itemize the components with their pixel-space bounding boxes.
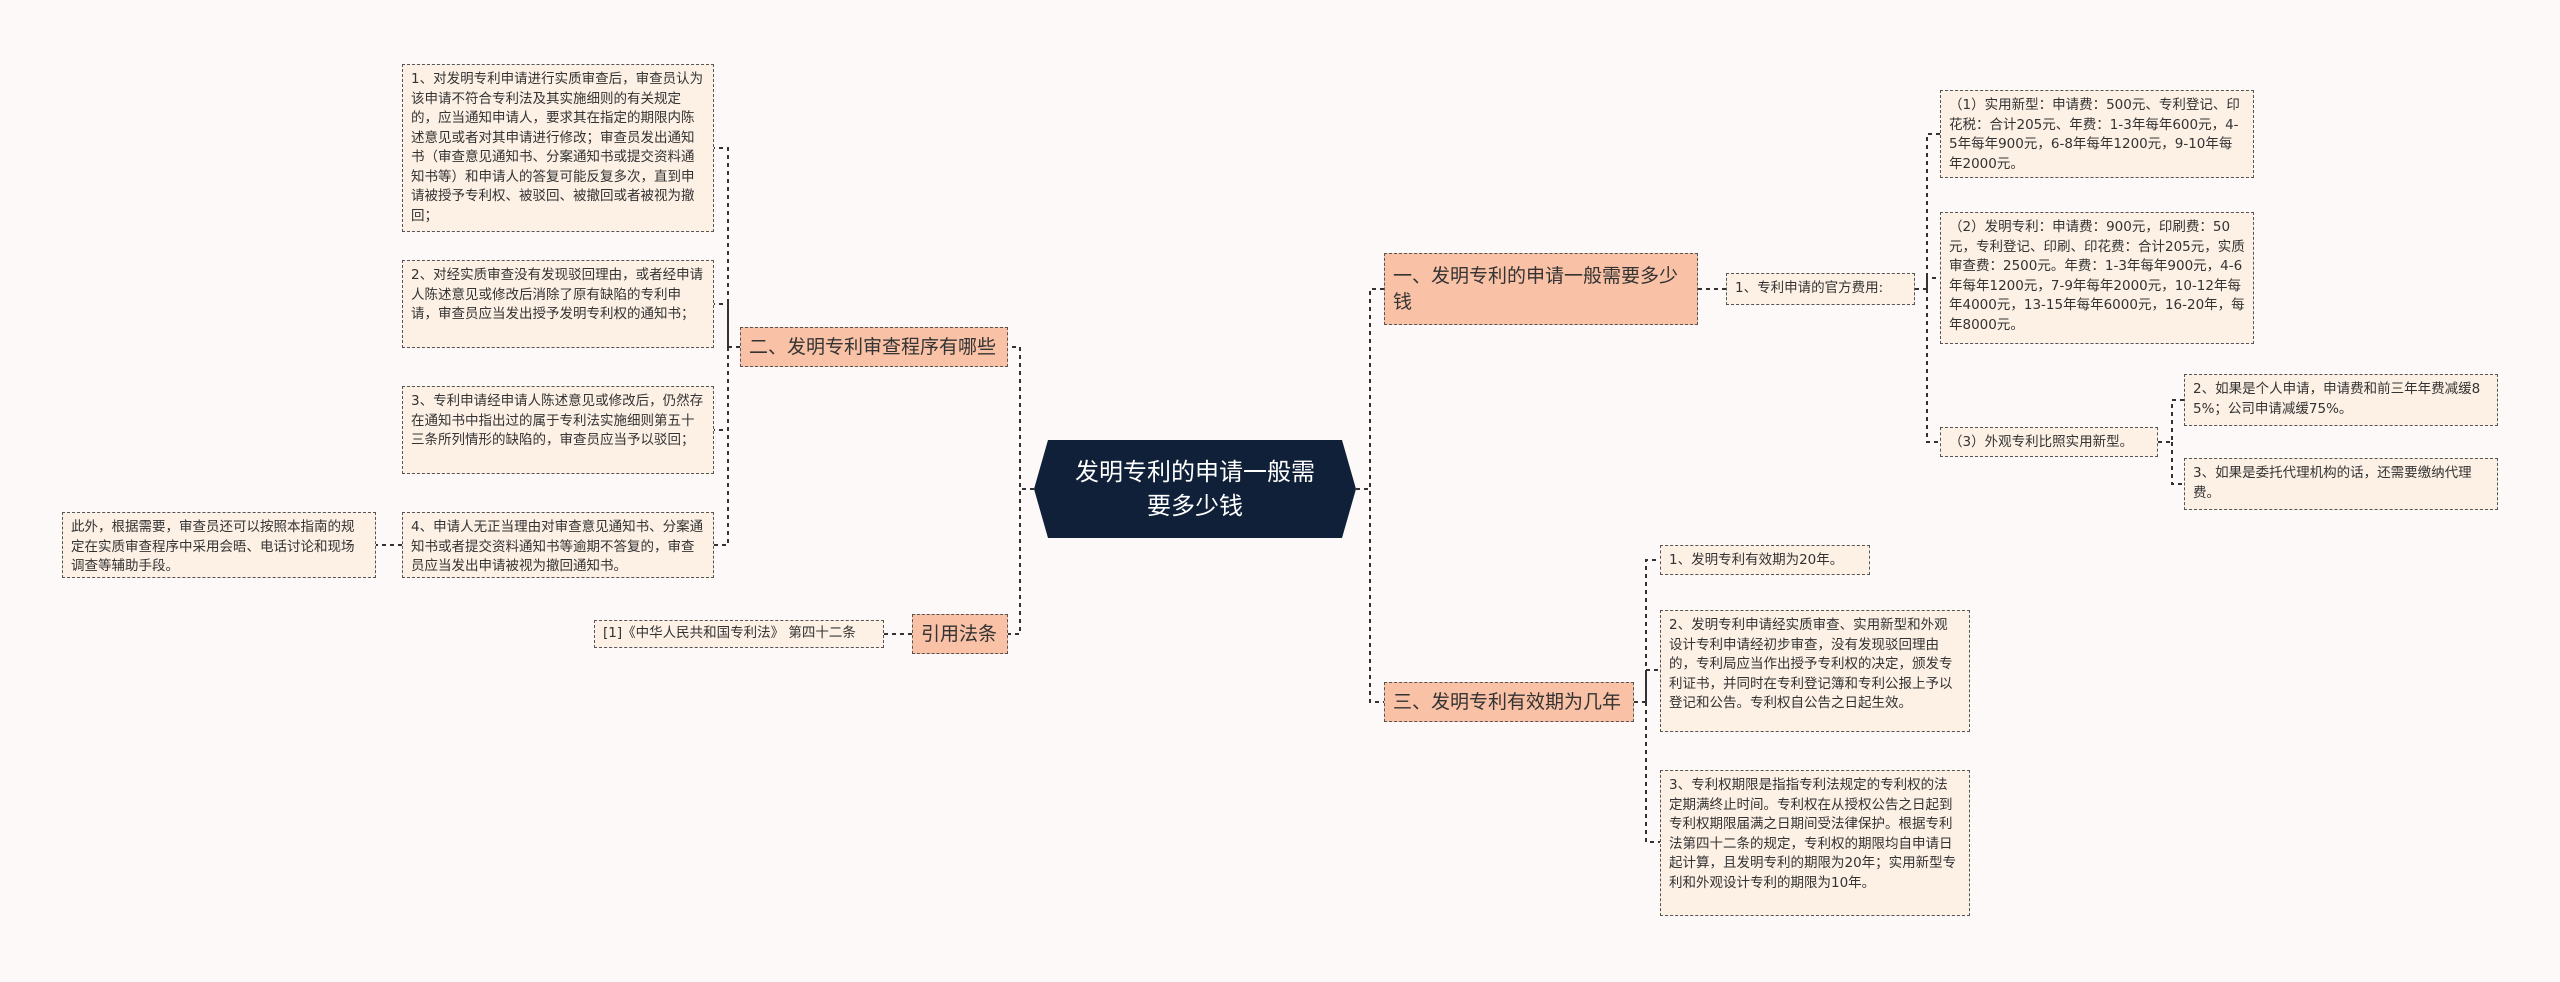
validity-item-2[interactable]: 2、发明专利申请经实质审查、实用新型和外观设计专利申请经初步审查，没有发现驳回理… <box>1660 610 1970 732</box>
validity-item-3[interactable]: 3、专利权期限是指指专利法规定的专利权的法定期满终止时间。专利权在从授权公告之日… <box>1660 770 1970 916</box>
note-fee-reduction-text: 2、如果是个人申请，申请费和前三年年费减缓85%；公司申请减缓75%。 <box>2193 381 2481 417</box>
procedure-item-2[interactable]: 2、对经实质审查没有发现驳回理由，或者经申请人陈述意见或修改后消除了原有缺陷的专… <box>402 260 714 348</box>
branch-cited-law-label: 引用法条 <box>921 623 998 645</box>
procedure-item-1[interactable]: 1、对发明专利申请进行实质审查后，审查员认为该申请不符合专利法及其实施细则的有关… <box>402 64 714 232</box>
validity-item-1-text: 1、发明专利有效期为20年。 <box>1669 552 1844 568</box>
procedure-extra-note[interactable]: 此外，根据需要，审查员还可以按照本指南的规定在实质审查程序中采用会晤、电话讨论和… <box>62 512 376 578</box>
connector-root-branch2 <box>1008 346 1034 490</box>
fee-utility-model-text: （1）实用新型：申请费：500元、专利登记、印花税：合计205元、年费：1-3年… <box>1949 97 2240 172</box>
fee-design-patent-text: （3）外观专利比照实用新型。 <box>1949 434 2134 450</box>
official-fee-node[interactable]: 1、专利申请的官方费用: <box>1726 273 1915 305</box>
official-fee-label: 1、专利申请的官方费用: <box>1735 280 1884 297</box>
branch-validity-period-label: 三、发明专利有效期为几年 <box>1393 691 1622 713</box>
connector-branch2-items <box>714 147 740 546</box>
connector-fee-items <box>1915 133 1940 443</box>
procedure-extra-note-text: 此外，根据需要，审查员还可以按照本指南的规定在实质审查程序中采用会晤、电话讨论和… <box>71 519 355 574</box>
procedure-item-3-text: 3、专利申请经申请人陈述意见或修改后，仍然存在通知书中指出过的属于专利法实施细则… <box>411 393 704 448</box>
root-topic-label: 发明专利的申请一般需要多少钱 <box>1075 458 1315 520</box>
cited-law-item[interactable]: [1]《中华人民共和国专利法》 第四十二条 <box>594 620 884 648</box>
root-topic[interactable]: 发明专利的申请一般需要多少钱 <box>1034 440 1356 538</box>
validity-item-2-text: 2、发明专利申请经实质审查、实用新型和外观设计专利申请经初步审查，没有发现驳回理… <box>1669 617 1953 711</box>
branch-cited-law[interactable]: 引用法条 <box>912 614 1008 654</box>
branch-application-cost-label: 一、发明专利的申请一般需要多少钱 <box>1393 265 1679 313</box>
procedure-item-2-text: 2、对经实质审查没有发现驳回理由，或者经申请人陈述意见或修改后消除了原有缺陷的专… <box>411 267 704 322</box>
connector-item3-notes <box>2158 399 2184 485</box>
connector-root-citation <box>1008 488 1034 635</box>
procedure-item-3[interactable]: 3、专利申请经申请人陈述意见或修改后，仍然存在通知书中指出过的属于专利法实施细则… <box>402 386 714 474</box>
note-fee-reduction[interactable]: 2、如果是个人申请，申请费和前三年年费减缓85%；公司申请减缓75%。 <box>2184 374 2498 426</box>
connector-root-branch3 <box>1356 488 1384 703</box>
note-agency-fee[interactable]: 3、如果是委托代理机构的话，还需要缴纳代理费。 <box>2184 458 2498 510</box>
fee-invention-patent-text: （2）发明专利：申请费：900元，印刷费：50元，专利登记、印刷、印花费：合计2… <box>1949 219 2245 333</box>
branch-examination-procedure[interactable]: 二、发明专利审查程序有哪些 <box>740 327 1008 367</box>
branch-application-cost[interactable]: 一、发明专利的申请一般需要多少钱 <box>1384 253 1698 325</box>
fee-utility-model[interactable]: （1）实用新型：申请费：500元、专利登记、印花税：合计205元、年费：1-3年… <box>1940 90 2254 178</box>
validity-item-1[interactable]: 1、发明专利有效期为20年。 <box>1660 545 1870 575</box>
fee-invention-patent[interactable]: （2）发明专利：申请费：900元，印刷费：50元，专利登记、印刷、印花费：合计2… <box>1940 212 2254 344</box>
note-agency-fee-text: 3、如果是委托代理机构的话，还需要缴纳代理费。 <box>2193 465 2472 501</box>
validity-item-3-text: 3、专利权期限是指指专利法规定的专利权的法定期满终止时间。专利权在从授权公告之日… <box>1669 777 1957 891</box>
procedure-item-4[interactable]: 4、申请人无正当理由对审查意见通知书、分案通知书或者提交资料通知书等逾期不答复的… <box>402 512 714 578</box>
procedure-item-1-text: 1、对发明专利申请进行实质审查后，审查员认为该申请不符合专利法及其实施细则的有关… <box>411 71 704 224</box>
connector-branch3-items <box>1634 559 1660 843</box>
fee-design-patent[interactable]: （3）外观专利比照实用新型。 <box>1940 427 2158 457</box>
branch-examination-procedure-label: 二、发明专利审查程序有哪些 <box>749 336 997 358</box>
branch-validity-period[interactable]: 三、发明专利有效期为几年 <box>1384 682 1634 722</box>
connector-root-branch1 <box>1356 288 1384 490</box>
cited-law-item-text: [1]《中华人民共和国专利法》 第四十二条 <box>603 625 856 642</box>
procedure-item-4-text: 4、申请人无正当理由对审查意见通知书、分案通知书或者提交资料通知书等逾期不答复的… <box>411 519 704 574</box>
